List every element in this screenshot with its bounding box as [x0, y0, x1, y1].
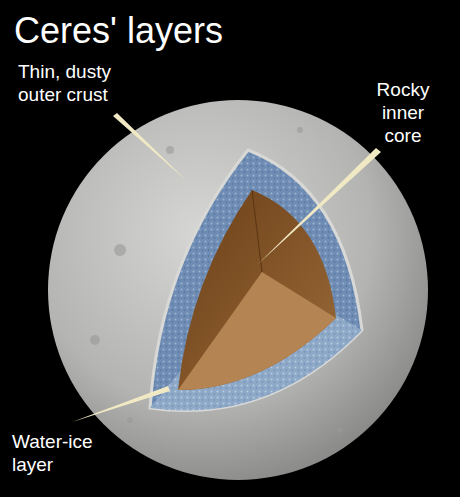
leader-line: [258, 148, 381, 264]
craters: [90, 127, 395, 454]
ice-layer: [150, 150, 362, 411]
crust-label: Thin, dusty outer crust: [18, 60, 138, 106]
ceres-sphere: [48, 100, 428, 480]
core-label-holder: Rocky inner core: [366, 78, 440, 147]
title-holder: Ceres' layers: [14, 10, 314, 52]
rocky-core: [178, 190, 336, 390]
title: Ceres' layers: [14, 10, 314, 52]
ice-label: Water-ice layer: [12, 430, 114, 476]
leader-line: [113, 113, 188, 182]
crust-label-holder: Thin, dusty outer crust: [18, 60, 138, 106]
leader-line: [72, 386, 170, 422]
core-floor: [178, 272, 336, 390]
core-label: Rocky inner core: [366, 78, 440, 147]
ice-label-holder: Water-ice layer: [12, 430, 114, 476]
